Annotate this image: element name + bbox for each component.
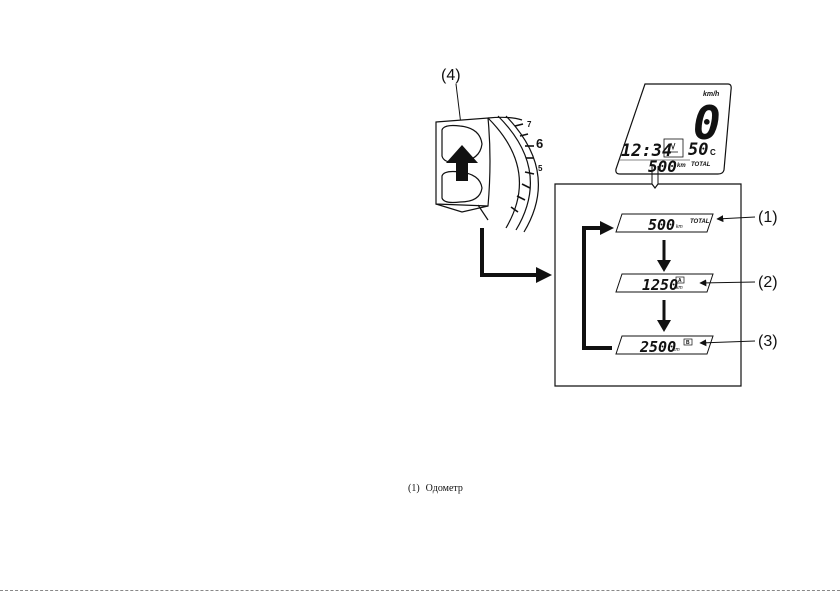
main-total-tag: TOTAL <box>691 162 711 168</box>
gauge-tick-6: 6 <box>536 136 543 151</box>
caption-number: (1) <box>408 483 420 494</box>
figure-caption: (1) Одометр <box>408 483 463 494</box>
flow-arrow-right <box>482 228 536 275</box>
caption-text: Одометр <box>426 483 463 494</box>
gauge-tick-7: 7 <box>527 120 532 129</box>
main-temp-unit: C <box>710 148 716 157</box>
main-odometer-unit: km <box>677 163 686 169</box>
display1-tag: TOTAL <box>690 219 710 225</box>
callout-3-label: (3) <box>758 333 778 350</box>
display3-tag: B <box>686 340 690 346</box>
page-bottom-rule <box>0 590 840 591</box>
callout-4-label: (4) <box>441 67 461 84</box>
main-temp: 50 <box>688 140 708 160</box>
display2-value: 1250 <box>642 276 678 294</box>
gauge-tick-5: 5 <box>538 164 543 173</box>
callout-1-label: (1) <box>758 209 778 226</box>
display3-value: 2500 <box>639 338 676 356</box>
display2-unit: km <box>676 285 683 291</box>
display1-value: 500 <box>648 216 675 234</box>
flow-arrowhead-icon <box>536 267 552 283</box>
callout-2-label: (2) <box>758 274 778 291</box>
display1-unit: km <box>676 224 683 230</box>
display2-tag: A <box>678 278 682 284</box>
display3-unit: km <box>673 347 680 353</box>
